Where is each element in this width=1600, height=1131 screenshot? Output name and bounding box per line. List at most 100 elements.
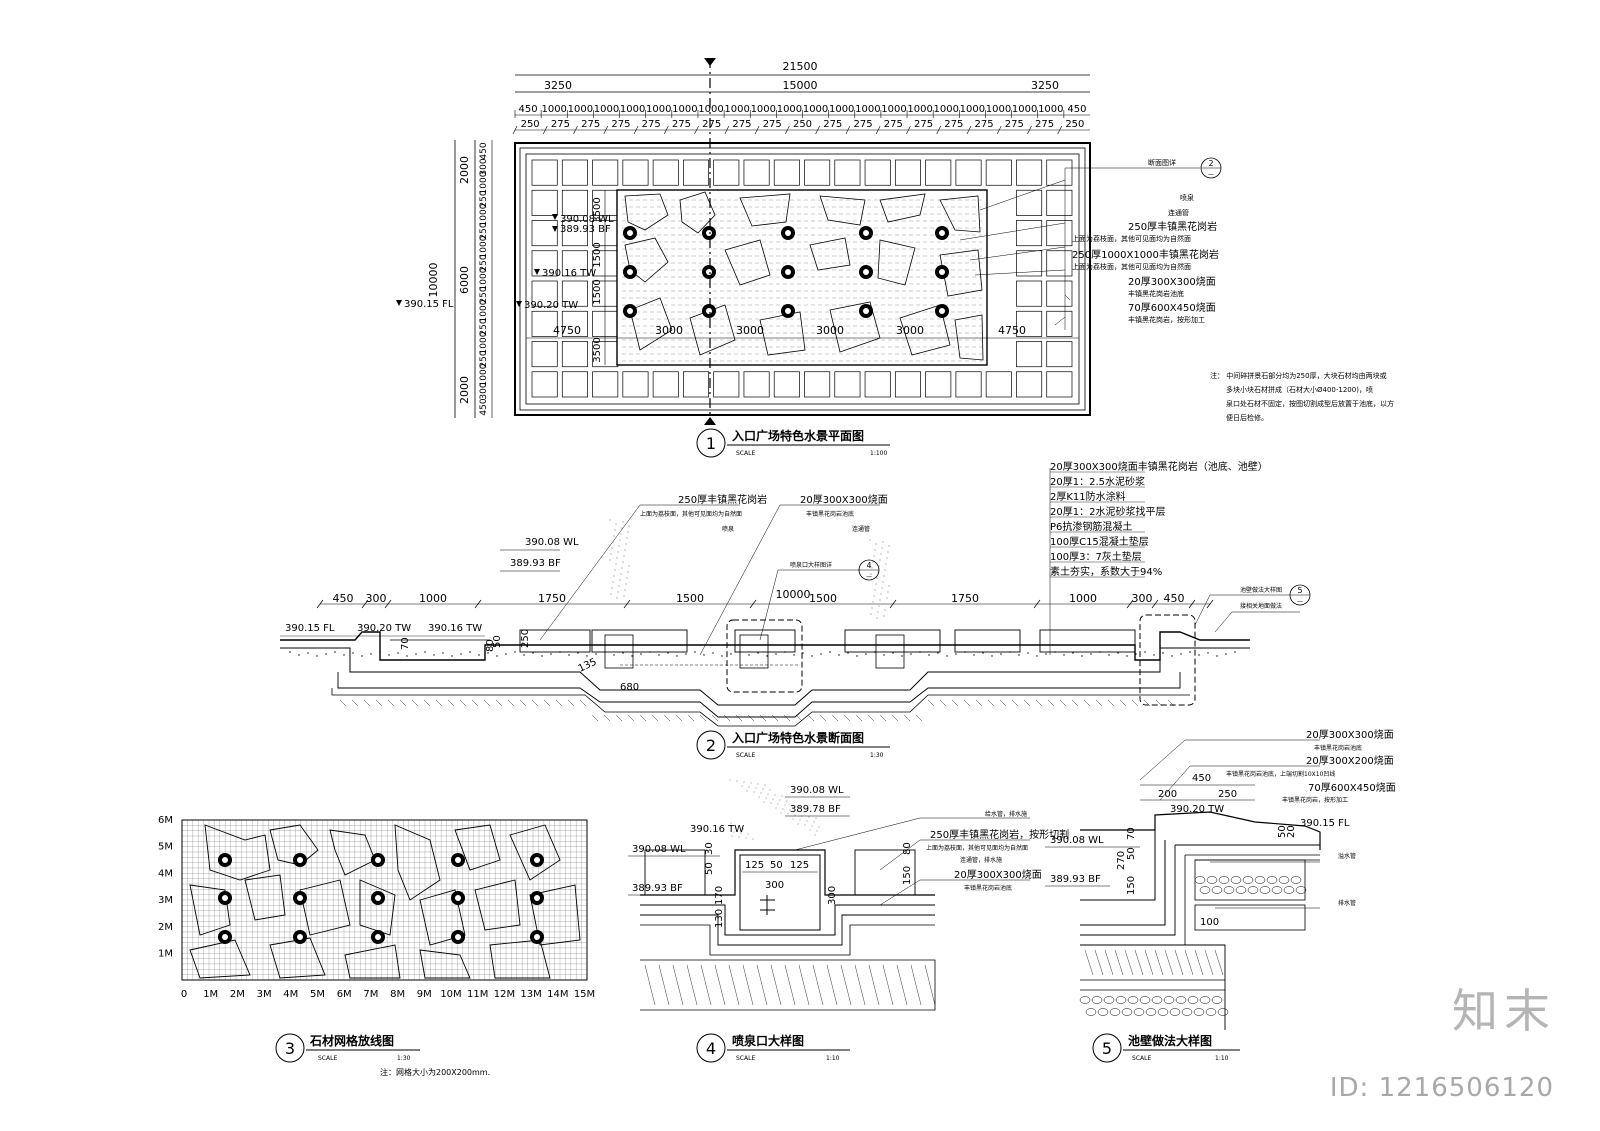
soil-hatch-line <box>867 714 875 722</box>
svg-text:SCALE: SCALE <box>1132 1055 1151 1062</box>
fountain-levels: 390.08 WL 389.78 BF 390.16 TW 390.08 WL … <box>628 785 850 896</box>
gravel-dot <box>1126 655 1128 657</box>
svg-text:连通管: 连通管 <box>1168 208 1189 217</box>
svg-text:池壁做法大样图: 池壁做法大样图 <box>1240 586 1282 594</box>
paving-tile <box>1046 371 1073 398</box>
soil-hatch-line <box>591 714 599 722</box>
grid-x-label: 8M <box>390 989 405 1000</box>
gravel-stone <box>1194 876 1206 884</box>
spray-dot <box>609 519 611 521</box>
soil-hatch-line <box>639 714 647 722</box>
gravel-dot <box>370 653 372 655</box>
paving-tile <box>622 371 649 398</box>
gravel-dot <box>559 651 561 653</box>
fountain-jet-core-icon <box>863 230 869 236</box>
soil-hatch-line <box>651 714 659 722</box>
soil-hatch-line <box>387 699 395 707</box>
soil-hatch-line <box>1144 949 1154 976</box>
svg-text:3000: 3000 <box>655 324 683 337</box>
soil-hatch-line <box>1155 699 1163 707</box>
paving-tile <box>834 159 861 186</box>
grid-x-label: 7M <box>363 989 378 1000</box>
gravel-dot <box>865 653 867 655</box>
gravel-dot <box>1234 651 1236 653</box>
gravel-dot <box>829 651 831 653</box>
concrete-hatch <box>700 964 712 1006</box>
spray-dot <box>770 802 772 804</box>
grid-x-label: 6M <box>337 989 352 1000</box>
soil-hatch-line <box>1134 949 1144 976</box>
svg-text:喷泉口大样图详: 喷泉口大样图详 <box>790 561 832 569</box>
soil-hatch-line <box>927 699 935 707</box>
plan-title-num: 1 <box>706 434 716 453</box>
spray-dot <box>885 603 887 605</box>
dim-label: 1000 <box>829 104 854 115</box>
gravel-dot <box>973 654 975 656</box>
plan-dim-mid: 15000 <box>783 79 818 92</box>
soil-hatch-line <box>615 714 623 722</box>
fountain-jet-core-icon <box>939 230 945 236</box>
paving-tile <box>804 159 831 186</box>
dim-label: 275 <box>702 119 721 130</box>
section-layer-label: 20厚300X300烧面丰镇黑花岗岩（池底、池壁） <box>1050 460 1268 473</box>
dim-label: 275 <box>672 119 691 130</box>
dim-label: 275 <box>763 119 782 130</box>
soil-hatch-line <box>1164 949 1174 976</box>
gravel-dot <box>397 652 399 654</box>
spray-dot <box>741 785 743 787</box>
soil-hatch-line <box>1094 949 1104 976</box>
gravel-stone <box>1091 996 1103 1004</box>
spray-dot <box>786 800 788 802</box>
section-view: 20厚300X300烧面丰镇黑花岗岩（池底、池壁）20厚1：2.5水泥砂浆2厚K… <box>280 460 1311 760</box>
gravel-dot <box>334 651 336 653</box>
gravel-dot <box>1198 654 1200 656</box>
soil-hatch-line <box>975 699 983 707</box>
gravel-stone <box>1254 876 1266 884</box>
soil-hatch-line <box>963 699 971 707</box>
section-dim-tick <box>1126 599 1134 609</box>
dim-label: 250 <box>479 318 489 335</box>
concrete-hatch <box>910 964 922 1006</box>
gravel-stone <box>1085 1008 1097 1016</box>
gravel-dot <box>748 654 750 656</box>
fountain-jet-core-icon <box>706 308 712 314</box>
soil-hatch-line <box>1174 949 1184 976</box>
svg-text:丰镇黑花岗岩池底: 丰镇黑花岗岩池底 <box>964 884 1012 892</box>
spray-dot <box>610 553 612 555</box>
spray-dot <box>811 825 813 827</box>
grid-x-label: 11M <box>467 989 488 1000</box>
svg-text:上面为荔枝面，其他可见面均为自然面: 上面为荔枝面，其他可见面均为自然面 <box>640 510 742 518</box>
gravel-dot <box>586 655 588 657</box>
soil-hatch-line <box>759 714 767 722</box>
gravel-dot <box>1000 653 1002 655</box>
spray-dot <box>870 573 872 575</box>
spray-dot <box>613 535 615 537</box>
grid-x-label: 13M <box>520 989 541 1000</box>
dim-tick <box>603 125 609 135</box>
gravel-dot <box>1171 655 1173 657</box>
gravel-dot <box>1189 651 1191 653</box>
dim-label: 1000 <box>724 104 749 115</box>
svg-text:SCALE: SCALE <box>736 752 755 759</box>
dim-label: 250 <box>479 190 489 207</box>
dim-label: 275 <box>975 119 994 130</box>
paving-tile <box>894 371 921 398</box>
gravel-dot <box>892 652 894 654</box>
gravel-dot <box>460 653 462 655</box>
section-dim-label: 1000 <box>1069 592 1097 605</box>
paving-tile <box>622 159 649 186</box>
soil-hatch-line <box>1059 699 1067 707</box>
dim-tick <box>966 125 972 135</box>
soil-hatch-line <box>1194 949 1204 976</box>
paving-tile <box>1016 250 1043 277</box>
section-layer-label: 100厚3：7灰土垫层 <box>1050 550 1142 563</box>
gravel-dot <box>514 651 516 653</box>
plan-inner-dims: 3500 1500 1500 3500 4750 3000 3000 3000 … <box>526 190 1079 365</box>
dim-tick <box>1057 125 1063 135</box>
dim-label: 1000 <box>855 104 880 115</box>
dim-label: 1000 <box>672 104 697 115</box>
section-dim-label: 1500 <box>676 592 704 605</box>
soil-hatch-line <box>939 699 947 707</box>
spray-dot <box>797 823 799 825</box>
spray-dot <box>876 577 878 579</box>
